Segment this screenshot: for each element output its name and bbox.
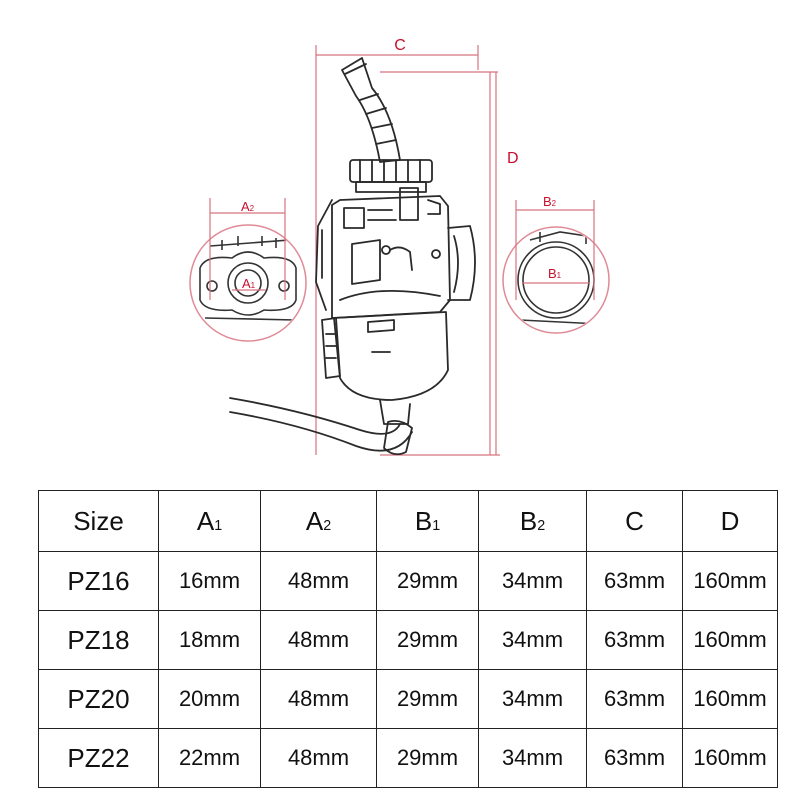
- value-cell: 160mm: [682, 551, 778, 611]
- value-cell: 63mm: [586, 728, 683, 788]
- dimension-a2-label: A2: [241, 199, 255, 214]
- dimension-c: [315, 45, 498, 455]
- value-cell: 48mm: [260, 728, 377, 788]
- size-cell: PZ16: [38, 551, 159, 611]
- value-cell: 34mm: [478, 551, 587, 611]
- dimension-b2-label: B2: [543, 194, 557, 209]
- dimension-b2: [515, 200, 595, 300]
- dimension-d: [380, 72, 500, 456]
- value-cell: 34mm: [478, 728, 587, 788]
- dimension-a2: [209, 198, 286, 300]
- dimension-c-label: C: [394, 37, 406, 54]
- column-header-subscript: 2: [537, 517, 546, 534]
- column-header-subscript: 1: [214, 517, 223, 534]
- value-cell: 48mm: [260, 610, 377, 670]
- value-cell: 63mm: [586, 669, 683, 729]
- column-header-label: C: [625, 505, 644, 536]
- size-cell: PZ22: [38, 728, 159, 788]
- column-header-label: B: [414, 505, 433, 536]
- outlet-port-inset: [502, 226, 610, 334]
- column-header-subscript: 1: [432, 517, 441, 534]
- value-cell: 48mm: [260, 669, 377, 729]
- column-header-label: A: [305, 505, 324, 536]
- dimension-a1-label: A1: [242, 276, 256, 291]
- column-header: C: [586, 490, 683, 552]
- inlet-flange-inset: [189, 224, 307, 342]
- column-header: B1: [376, 490, 479, 552]
- carburetor-drawing: [229, 57, 476, 456]
- column-header: A2: [260, 490, 377, 552]
- value-cell: 20mm: [158, 669, 261, 729]
- value-cell: 22mm: [158, 728, 261, 788]
- column-header-label: Size: [73, 505, 124, 536]
- value-cell: 29mm: [376, 610, 479, 670]
- value-cell: 160mm: [682, 669, 778, 729]
- dimension-b1-label: B1: [548, 266, 562, 281]
- value-cell: 63mm: [586, 610, 683, 670]
- column-header-label: A: [196, 505, 215, 536]
- value-cell: 160mm: [682, 610, 778, 670]
- column-header: D: [682, 490, 778, 552]
- value-cell: 18mm: [158, 610, 261, 670]
- value-cell: 29mm: [376, 551, 479, 611]
- size-cell: PZ20: [38, 669, 159, 729]
- dimension-d-label: D: [507, 150, 519, 167]
- value-cell: 48mm: [260, 551, 377, 611]
- column-header: A1: [158, 490, 261, 552]
- carburetor-diagram: C D A2 A1: [189, 37, 610, 456]
- value-cell: 34mm: [478, 610, 587, 670]
- value-cell: 16mm: [158, 551, 261, 611]
- column-header-subscript: 2: [323, 517, 332, 534]
- value-cell: 160mm: [682, 728, 778, 788]
- value-cell: 63mm: [586, 551, 683, 611]
- column-header: Size: [38, 490, 159, 552]
- value-cell: 34mm: [478, 669, 587, 729]
- column-header-label: B: [519, 505, 538, 536]
- value-cell: 29mm: [376, 669, 479, 729]
- size-cell: PZ18: [38, 610, 159, 670]
- value-cell: 29mm: [376, 728, 479, 788]
- column-header-label: D: [720, 505, 740, 536]
- column-header: B2: [478, 490, 587, 552]
